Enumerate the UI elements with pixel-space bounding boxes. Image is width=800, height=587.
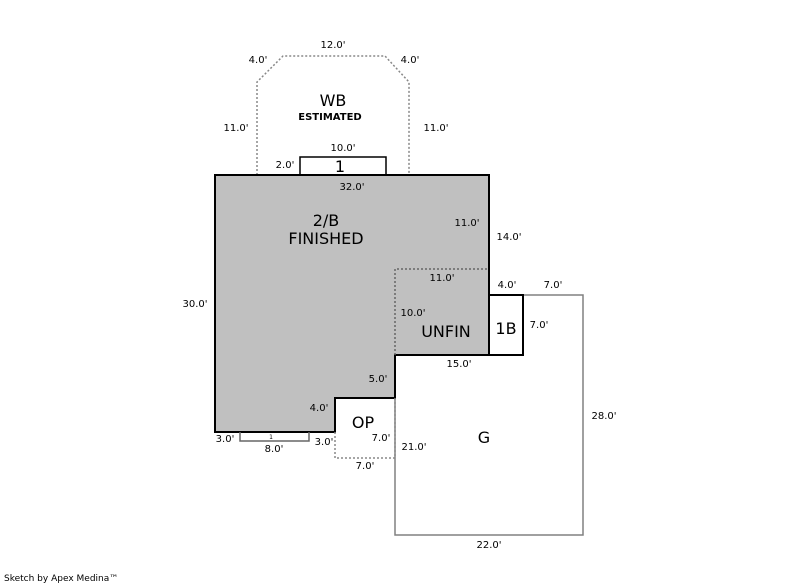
dim-bottom-mid: 8.0' [265, 444, 284, 455]
dim-main-left: 30.0' [182, 299, 207, 310]
main-sublabel: FINISHED [288, 229, 363, 248]
dim-wb-top: 12.0' [320, 40, 345, 51]
dim-main-right-upper: 11.0' [454, 218, 479, 229]
dim-garage-bottom: 22.0' [476, 540, 501, 551]
dim-porch-bottom: 7.0' [356, 461, 375, 472]
dim-garage-top: 7.0' [544, 280, 563, 291]
dim-bath-top: 4.0' [498, 280, 517, 291]
dim-garage-left: 21.0' [401, 442, 426, 453]
dim-wb-chamfer-right: 4.0' [401, 55, 420, 66]
wb-sublabel: ESTIMATED [298, 112, 361, 123]
unfin-outline [394, 268, 489, 355]
garage-label: G [478, 428, 490, 447]
dim-porch-top: 4.0' [310, 403, 329, 414]
dim-unfin-bottom: 15.0' [446, 359, 471, 370]
main-label: 2/B [313, 211, 340, 230]
dim-step: 5.0' [369, 374, 388, 385]
dim-wb-left: 11.0' [223, 123, 248, 134]
dim-small-top-height: 2.0' [276, 160, 295, 171]
dim-wb-chamfer-left: 4.0' [249, 55, 268, 66]
wb-outline [256, 55, 410, 175]
porch-label: OP [352, 413, 375, 432]
bath-area [488, 294, 524, 356]
dim-bottom-left: 3.0' [216, 434, 235, 445]
dim-main-top: 32.0' [339, 182, 364, 193]
dim-small-top-width: 10.0' [330, 143, 355, 154]
small-bottom-area [239, 432, 310, 442]
bath-label: 1B [495, 319, 516, 338]
unfin-label: UNFIN [421, 322, 471, 341]
small-top-label: 1 [335, 157, 345, 176]
dim-unfin-left: 10.0' [400, 308, 425, 319]
small-bottom-label: 1 [269, 434, 273, 441]
porch-outline [334, 398, 396, 459]
dim-porch-right: 7.0' [372, 433, 391, 444]
wb-label: WB [320, 91, 347, 110]
dim-main-right-outer: 14.0' [496, 232, 521, 243]
dim-bottom-right: 3.0' [315, 437, 334, 448]
sketch-credit: Sketch by Apex Medina™ [4, 574, 119, 584]
dim-wb-right: 11.0' [423, 123, 448, 134]
dim-unfin-top: 11.0' [429, 273, 454, 284]
dim-bath-right: 7.0' [530, 320, 549, 331]
dim-garage-right: 28.0' [591, 411, 616, 422]
